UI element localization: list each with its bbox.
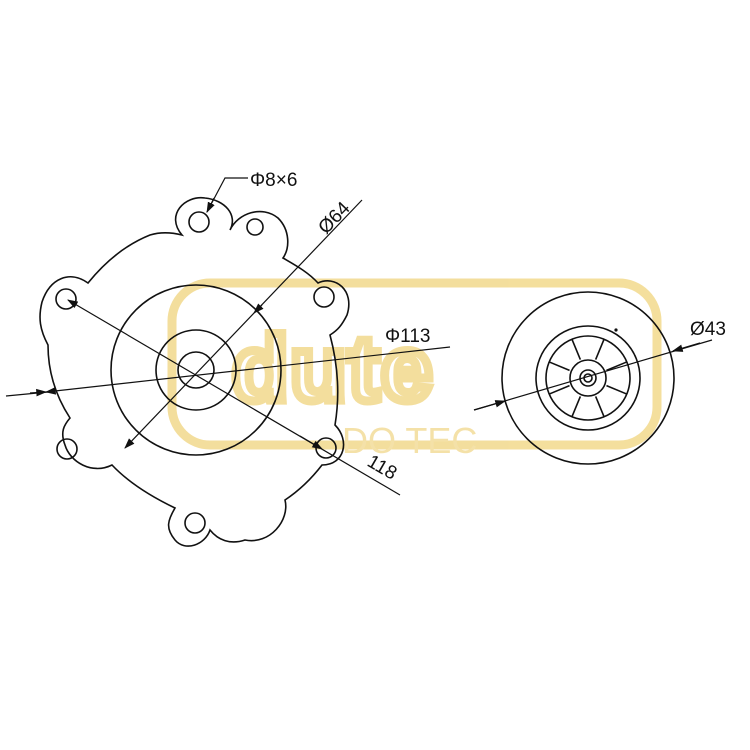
dimension-small-part: Ø43: [473, 319, 726, 411]
watermark-frame: [167, 278, 662, 450]
wheel-outer: [535, 325, 641, 431]
small-dot: [614, 328, 618, 332]
wheel-spoke: [548, 361, 570, 372]
bolt-hole: [55, 288, 77, 310]
hub-inner: [579, 369, 597, 387]
wheel-spoke: [606, 361, 628, 372]
dim-label-diameter-center: Ø64: [314, 198, 354, 239]
wheel-spokes: [548, 338, 628, 418]
wheel-spoke: [571, 338, 582, 360]
dimension-outer-circle: Φ113: [5, 326, 451, 397]
inner-circle: [155, 329, 237, 411]
watermark: dute DO TEC: [167, 278, 662, 461]
bolt-hole: [313, 286, 335, 308]
hub-outer: [569, 359, 607, 397]
bolt-hole: [246, 218, 264, 236]
wheel-spoke: [594, 396, 605, 418]
bolt-hole: [188, 211, 210, 233]
watermark-word: dute: [232, 318, 434, 420]
small-part-outer: [501, 291, 675, 465]
watermark-subtitle: DO TEC: [342, 420, 477, 461]
wheel-spoke: [548, 384, 570, 395]
outer-circle: [110, 284, 282, 456]
diaphragm-outline: [39, 197, 350, 547]
bolt-hole: [184, 512, 206, 534]
bolt-hole: [56, 438, 78, 460]
dim-label-outer-circle: Φ113: [385, 326, 430, 347]
dimension-hole-spec: Φ8×6: [206, 170, 297, 213]
dim-label-hole-spec: Φ8×6: [250, 170, 297, 191]
dim-label-small-part: Ø43: [690, 319, 726, 340]
small-part: [501, 291, 675, 465]
wheel-spoke: [606, 384, 628, 395]
diaphragm-body: [39, 197, 350, 547]
wheel-inner: [545, 335, 631, 421]
wheel-spoke: [571, 396, 582, 418]
wheel-spoke: [594, 338, 605, 360]
center-circle: [177, 351, 215, 389]
